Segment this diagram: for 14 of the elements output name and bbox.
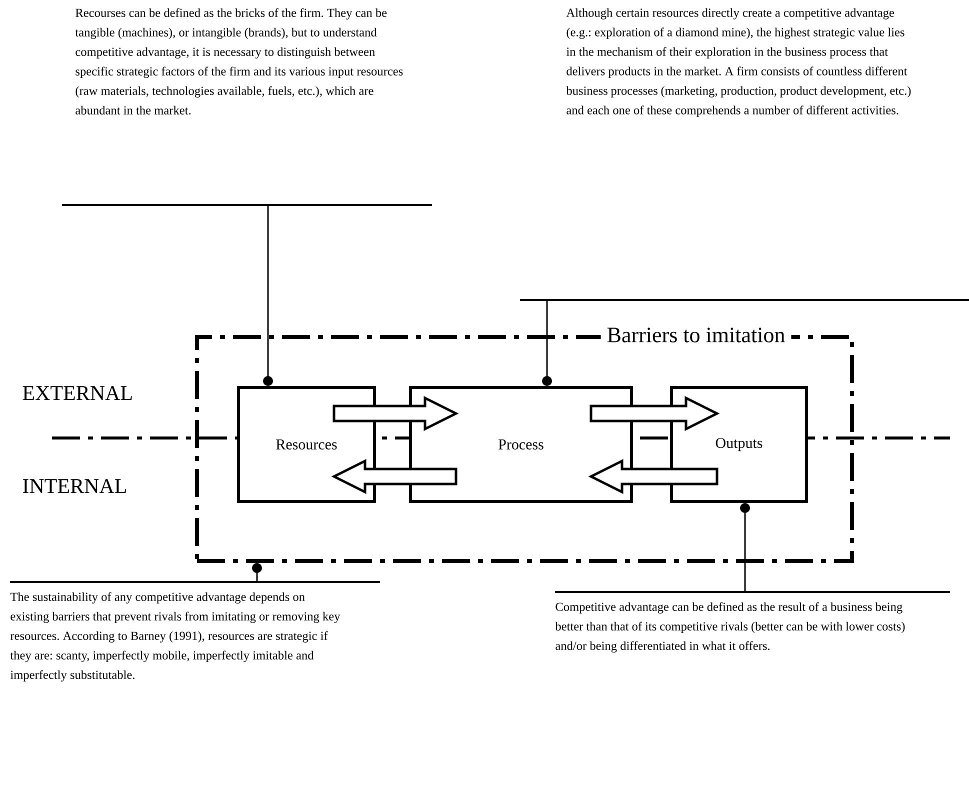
process-box: Resources [237, 386, 376, 503]
note: The sustainability of any competitive advantage depends on existing barriers that prevent rivals from imitating or removing key resources. According to Barney (1991), resources are strategic if they are: scanty, imperfectly mobile, imperfectly imitable and imperfectly substitutable. [10, 581, 380, 682]
leader-line [263, 205, 273, 386]
note: Recourses can be defined as the bricks of the firm. They can be tangible (machines), or intangible (brands), but to understand competitive advantage, it is necessary to distinguish between specific strategic factors of the firm and its various input resources (raw materials, technologies available, fuels, etc.), which are abundant in the market. [62, 8, 432, 206]
block-arrow [590, 396, 720, 432]
side-label: EXTERNAL [22, 386, 132, 400]
side-label: INTERNAL [22, 479, 126, 493]
process-box: Outputs [670, 386, 808, 503]
leader-line [252, 563, 262, 582]
note: Competitive advantage can be defined as the result of a business being better than that of its competitive rivals (better can be with lower costs) and/or being differentiated in what it offers. [555, 591, 950, 653]
leader-line [740, 503, 750, 592]
note: Although certain resources directly create a competitive advantage (e.g.: exploration of a diamond mine), the highest strategic value lies in the mechanism of their exploration in the business process that delivers products in the market. A firm consists of countless different business processes (marketing, production, product development, etc.) and each one of these comprehends a number of different activities. [520, 8, 969, 301]
block-arrow [332, 396, 459, 432]
leader-line [542, 300, 552, 386]
